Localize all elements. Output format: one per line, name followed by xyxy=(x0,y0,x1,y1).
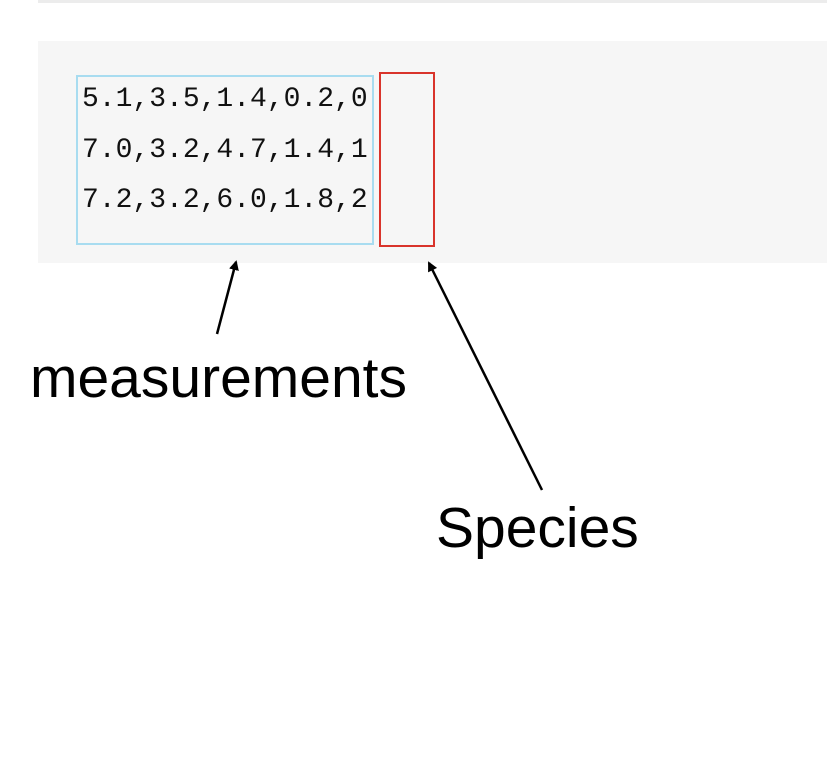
measurements-values: 5.1,3.5,1.4,0.2 xyxy=(82,84,335,115)
separator: , xyxy=(334,185,351,216)
species-label: Species xyxy=(436,496,639,560)
separator: , xyxy=(334,84,351,115)
species-value: 1 xyxy=(350,135,368,166)
measurements-highlight-box xyxy=(76,75,374,245)
measurements-arrow xyxy=(215,260,239,335)
code-line-1: 5.1,3.5,1.4,0.2,0 xyxy=(82,86,368,114)
code-line-3: 7.2,3.2,6.0,1.8,2 xyxy=(82,187,368,215)
measurements-values: 7.2,3.2,6.0,1.8 xyxy=(82,185,335,216)
code-line-2: 7.0,3.2,4.7,1.4,1 xyxy=(82,137,368,165)
measurements-values: 7.0,3.2,4.7,1.4 xyxy=(82,135,335,166)
species-arrow xyxy=(427,261,544,491)
measurements-label: measurements xyxy=(30,346,407,410)
top-divider xyxy=(38,0,827,3)
separator: , xyxy=(334,135,351,166)
species-value: 2 xyxy=(350,185,368,216)
code-block xyxy=(38,41,827,263)
species-value: 0 xyxy=(350,84,368,115)
species-highlight-box xyxy=(379,72,435,247)
